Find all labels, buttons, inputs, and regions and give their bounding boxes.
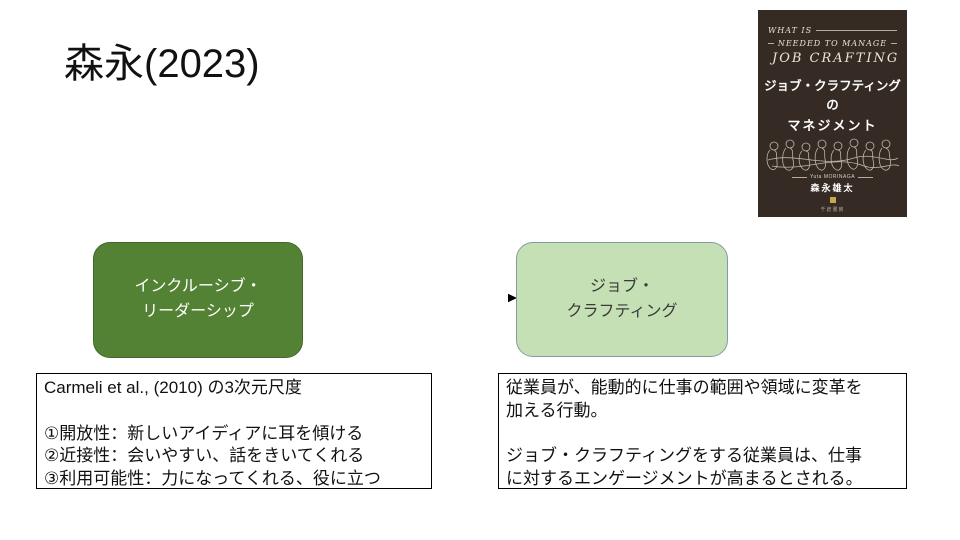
cover-rule [891,43,897,44]
cover-text-needed-to-manage: NEEDED TO MANAGE [777,39,888,48]
cover-publisher-mark: 千倉書房 [820,207,845,213]
cover-text-what-is: WHAT IS [768,26,813,35]
book-cover: WHAT IS NEEDED TO MANAGE JOB CRAFTING ジョ… [758,10,907,217]
job-crafting-definition-note: 従業員が、能動的に仕事の範囲や領域に変革を 加える行動。 ジョブ・クラフティング… [498,373,907,489]
cover-author-row: Yuta MORINAGA [792,174,873,180]
cover-english-line-2: NEEDED TO MANAGE [768,39,897,48]
cover-text-job-crafting: JOB CRAFTING [772,51,900,66]
carmeli-scale-note: Carmeli et al., (2010) の3次元尺度 ①開放性：新しいアイ… [36,373,432,489]
job-crafting-box: ジョブ・ クラフティング [516,242,728,357]
cover-title-jp-line2: マネジメント [787,118,878,133]
cover-rule [768,43,774,44]
cover-english-line-1: WHAT IS [768,26,897,35]
people-line-art-icon [766,138,900,171]
cover-rule [816,30,897,31]
cover-title-jp-line1: ジョブ・クラフティングの [764,79,901,112]
slide-title: 森永(2023) [64,42,260,86]
cover-rule [858,176,873,178]
inclusive-leadership-box: インクルーシブ・ リーダーシップ [93,242,303,358]
cover-author-en: Yuta MORINAGA [809,174,856,180]
arrow-right-connector [303,293,517,303]
cover-rule [792,176,807,178]
cover-author-jp: 森永雄太 [810,183,855,193]
publisher-logo-icon [829,197,836,203]
cover-english-line-3: JOB CRAFTING [768,51,897,66]
